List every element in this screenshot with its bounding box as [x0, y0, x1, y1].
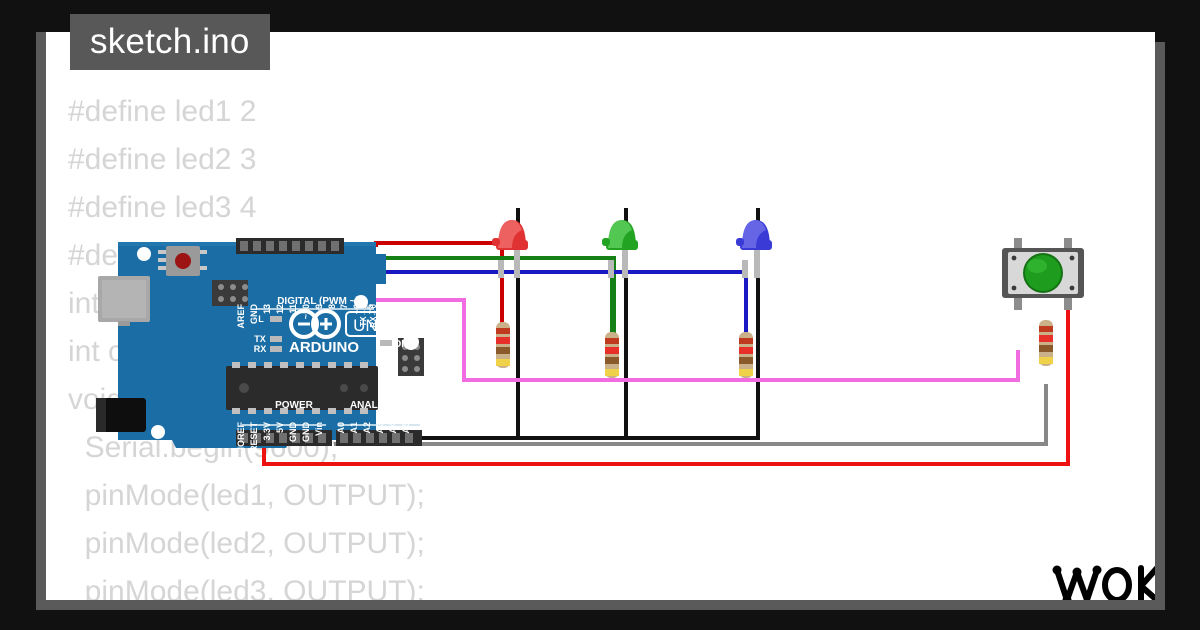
code-line: #define led3 4 — [68, 191, 257, 224]
pushbutton-green[interactable] — [1002, 238, 1084, 310]
code-line: #define led2 3 — [68, 143, 257, 176]
resistor-button[interactable] — [1039, 320, 1053, 366]
board-label: AREF — [236, 303, 246, 328]
simulator-panel: #define led1 2 #define led2 3 #define led3… — [46, 32, 1155, 600]
resistor-led-red[interactable] — [496, 322, 510, 368]
board-label: ~11 — [288, 304, 298, 319]
mounting-hole — [151, 425, 165, 439]
board-label: A3 — [375, 422, 385, 434]
board-label: A1 — [349, 422, 359, 434]
panel-shadow-left — [36, 32, 46, 610]
arduino-uno-board[interactable] — [96, 238, 424, 448]
board-label: 3.3V — [262, 422, 272, 441]
icsp-header — [212, 280, 248, 306]
resistor-led-green[interactable] — [605, 332, 619, 378]
board-label: A2 — [362, 422, 372, 434]
led-red[interactable] — [492, 208, 528, 332]
board-label: RESET — [249, 422, 259, 453]
board-label: POWER — [275, 400, 314, 411]
board-label: TX→1 — [359, 303, 368, 326]
wokwi-logo-icon — [1052, 565, 1155, 600]
board-label: 2 — [404, 304, 414, 309]
board-label: ON — [394, 339, 409, 350]
board-label: A4 — [388, 422, 398, 434]
board-label: ~3 — [391, 304, 401, 314]
led-blue[interactable] — [736, 208, 772, 362]
mounting-hole — [354, 295, 368, 309]
board-label: ~9 — [314, 304, 324, 314]
board-label: ~6 — [352, 304, 362, 314]
board-label: 5V — [275, 422, 285, 433]
board-label: RX — [254, 344, 267, 354]
panel-shadow-right — [1155, 42, 1165, 610]
code-line: #define led1 2 — [68, 95, 257, 128]
status-leds — [270, 316, 392, 352]
board-label: ANALOG IN — [350, 400, 406, 411]
code-line: pinMode(led2, OUTPUT); — [68, 527, 425, 560]
usb-connector — [98, 276, 150, 326]
board-label: TX — [254, 334, 266, 344]
circuit-svg: AREFGND1312~11~10~987~6~54~32TX→1RX←0DIG… — [96, 208, 1084, 466]
board-label: IOREF — [236, 422, 246, 450]
board-label: GND — [249, 304, 259, 325]
mounting-hole — [403, 334, 419, 350]
resistor-led-blue[interactable] — [739, 332, 753, 378]
wokwi-logo — [1051, 558, 1155, 600]
board-label: 13 — [262, 304, 272, 314]
board-label: 8 — [327, 304, 337, 309]
analog-header[interactable] — [336, 430, 422, 446]
file-tab-sketch-ino[interactable]: sketch.ino — [70, 14, 270, 70]
board-label: ~5 — [365, 304, 375, 314]
code-line: pinMode(led1, OUTPUT); — [68, 479, 425, 512]
board-label: 12 — [275, 304, 285, 314]
digital-header-left[interactable] — [236, 238, 344, 254]
board-label: Vin — [314, 422, 324, 436]
arduino-logo-icon — [289, 309, 341, 339]
board-label: RX←0 — [369, 303, 378, 327]
board-label: UNO — [353, 316, 391, 335]
mounting-hole — [137, 247, 151, 261]
uno-badge-outline — [345, 311, 399, 337]
board-label: A0 — [336, 422, 346, 434]
board-label: ARDUINO — [289, 339, 359, 356]
power-jack — [96, 398, 146, 432]
wire-button-pulldown[interactable] — [334, 384, 1048, 446]
power-header[interactable] — [236, 430, 332, 446]
board-label: A5 — [401, 422, 411, 434]
board-label: DIGITAL (PWM ~) — [277, 296, 359, 307]
board-label: L — [258, 314, 264, 324]
board-label: GND — [301, 422, 311, 443]
code-line: pinMode(led3, OUTPUT); — [68, 575, 425, 600]
board-label: GND — [288, 422, 298, 443]
board-label: 4 — [378, 304, 388, 309]
panel-shadow-bottom — [46, 600, 1165, 610]
reset-button[interactable] — [158, 246, 207, 276]
microcontroller-chip — [226, 362, 378, 414]
board-label: 7 — [339, 304, 349, 309]
board-label: ~10 — [301, 304, 311, 319]
